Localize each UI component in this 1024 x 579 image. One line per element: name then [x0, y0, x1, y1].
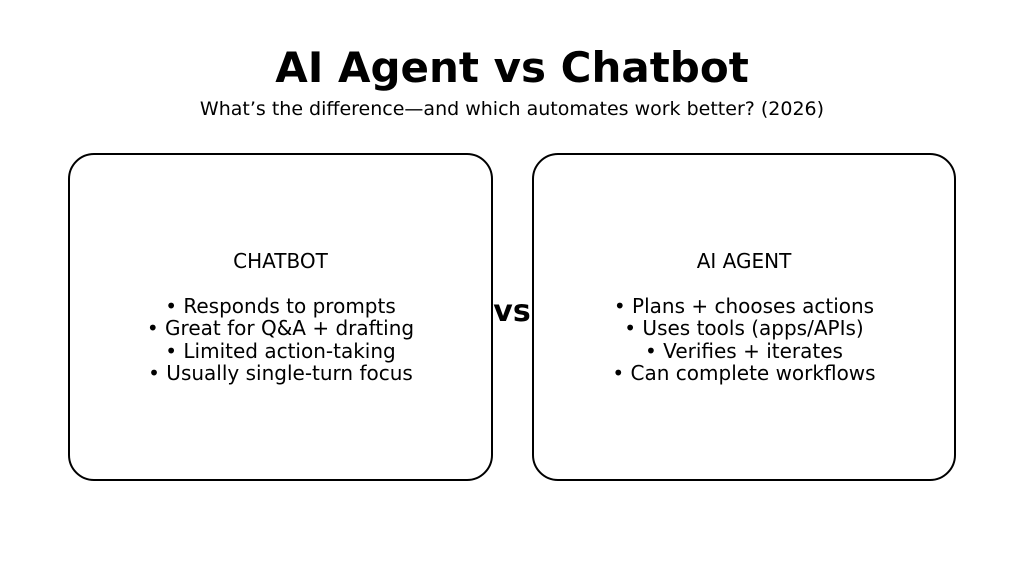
ai-agent-card: AI AGENT • Plans + chooses actions• Uses…	[532, 153, 956, 481]
bullet-item: • Can complete workflows	[612, 361, 876, 385]
ai-agent-bullet-list: • Plans + chooses actions• Uses tools (a…	[612, 293, 876, 385]
ai-agent-card-heading: AI AGENT	[696, 248, 792, 273]
bullet-item: • Limited action-taking	[165, 338, 396, 363]
chatbot-card: CHATBOT • Responds to prompts• Great for…	[68, 153, 493, 481]
bullet-item: • Uses tools (apps/APIs)	[624, 316, 864, 340]
bullet-item: • Usually single-turn focus	[148, 361, 413, 385]
slide-subtitle: What’s the difference—and which automate…	[199, 98, 825, 120]
chatbot-card-heading: CHATBOT	[233, 248, 328, 273]
bullet-item: • Plans + chooses actions	[613, 293, 875, 318]
chatbot-bullet-list: • Responds to prompts• Great for Q&A + d…	[146, 293, 415, 385]
bullet-item: • Great for Q&A + drafting	[146, 316, 415, 340]
bullet-item: • Responds to prompts	[165, 293, 396, 318]
bullet-item: • Verifies + iterates	[645, 338, 843, 363]
vs-label: vs	[493, 294, 531, 329]
slide-title: AI Agent vs Chatbot	[275, 43, 749, 92]
